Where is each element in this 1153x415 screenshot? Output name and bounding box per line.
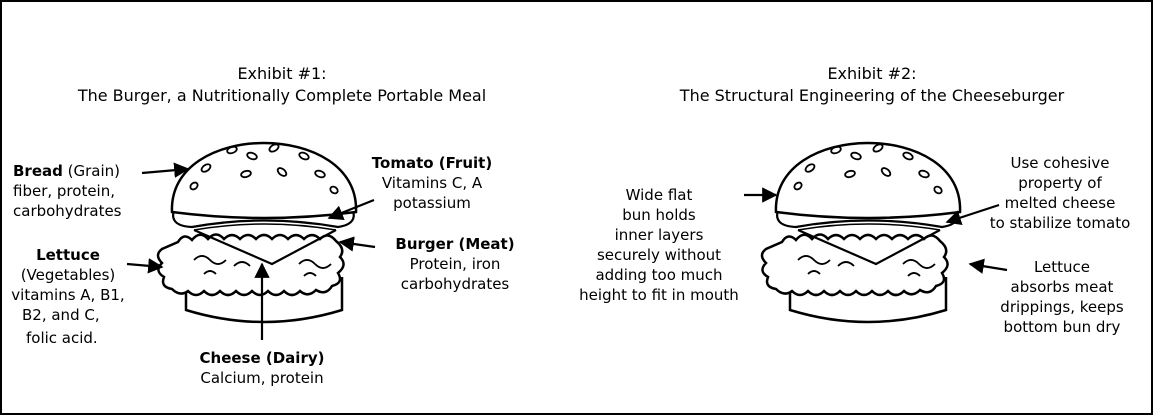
arrow-bread [141,162,190,178]
arrow-cheese-note [945,203,1000,226]
bread-category: (Grain) [67,162,121,180]
exhibit1-subtitle: The Burger, a Nutritionally Complete Por… [77,86,487,105]
cheese-note-line-3: melted cheese [1004,194,1116,212]
bun-note-line-3: inner layers [614,226,704,244]
burger-label: Burger (Meat) [395,235,515,253]
bread-line-2: carbohydrates [13,202,122,220]
bread-label: Bread (Grain) [13,162,120,180]
lettuce-note-line-2: absorbs meat [1010,278,1114,296]
bun-note-line-5: adding too much [595,266,723,284]
bun-note-line-2: bun holds [622,206,696,224]
arrow-lettuce-note [968,258,1008,274]
exhibit2-title: Exhibit #2: [827,64,917,83]
lettuce-line-3: B2, and C, [22,306,100,324]
cheese-note-line-1: Use cohesive [1010,154,1110,172]
burger-line-2: carbohydrates [400,275,510,293]
bread-line-1: fiber, protein, [13,182,115,200]
cheese-note-line-4: to stabilize tomato [989,214,1131,232]
bun-note-line-4: securely without [596,246,722,264]
tomato-label: Tomato (Fruit) [371,154,493,172]
lettuce-line-4: folic acid. [26,329,98,347]
cheese-label: Cheese (Dairy) [199,349,325,367]
cheese-line-1: Calcium, protein [200,369,324,387]
lettuce-label: Lettuce [36,246,100,264]
bun-note-line-1: Wide flat [625,186,693,204]
cheese-note-line-2: property of [1018,174,1102,192]
lettuce-line-2: vitamins A, B1, [11,286,125,304]
tomato-line-2: potassium [393,194,471,212]
lettuce-note-line-4: bottom bun dry [1003,318,1121,336]
arrow-tomato [327,198,375,221]
arrow-burger [338,236,376,252]
lettuce-line-1: (Vegetables) [20,266,116,284]
bread-name: Bread [13,162,63,180]
exhibit1-title: Exhibit #1: [237,64,327,83]
exhibit2-subtitle: The Structural Engineering of the Cheese… [679,86,1065,105]
lettuce-note-line-1: Lettuce [1033,258,1091,276]
burger-line-1: Protein, iron [409,255,501,273]
burger-drawing-2 [760,141,962,324]
tomato-line-1: Vitamins C, A [381,174,483,192]
lettuce-note-line-3: drippings, keeps [1000,298,1124,316]
arrow-lettuce [126,258,164,274]
bun-note-line-6: height to fit in mouth [579,286,739,304]
